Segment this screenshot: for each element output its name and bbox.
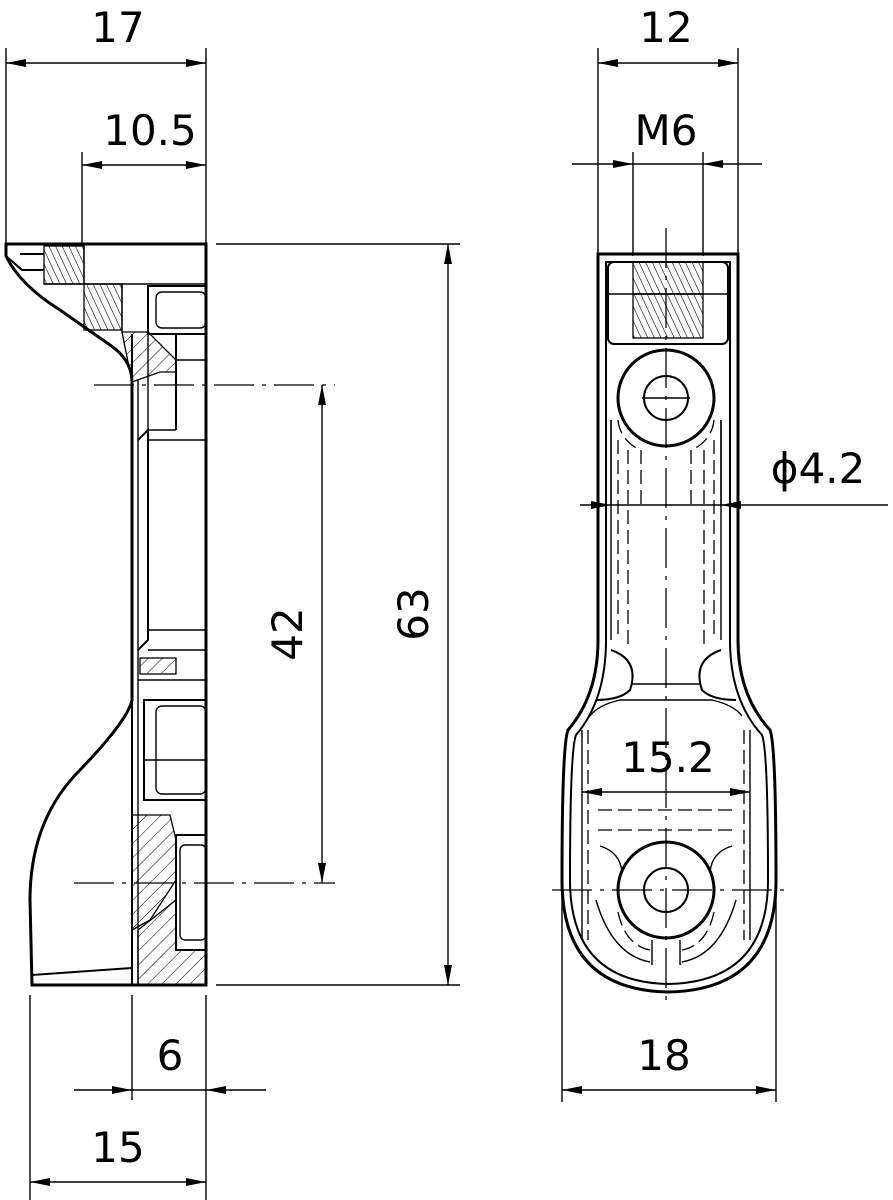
dimension-12: 12: [597, 3, 739, 254]
dimension-10-5: 10.5: [81, 106, 206, 244]
dimension-63: 63: [216, 243, 460, 986]
dim-label-10-5: 10.5: [103, 106, 197, 155]
dimension-17: 17: [5, 3, 207, 244]
front-body: [560, 252, 778, 994]
dim-label-42: 42: [263, 607, 312, 660]
dimension-18: 18: [561, 880, 777, 1102]
dim-label-m6: M6: [635, 106, 698, 155]
side-view: 17 10.5: [4, 3, 460, 1200]
dimension-m6: M6: [572, 106, 762, 256]
dim-label-6: 6: [157, 1031, 184, 1080]
dim-label-17: 17: [91, 3, 144, 52]
dim-label-15: 15: [91, 1123, 144, 1172]
dimension-15-2: 15.2: [582, 733, 750, 796]
dim-label-18: 18: [637, 1031, 690, 1080]
dimension-42: 42: [263, 385, 326, 883]
dimension-diameter-4-2: ϕ4.2: [580, 420, 888, 509]
dim-label-12: 12: [639, 3, 692, 52]
dim-label-15-2: 15.2: [621, 733, 715, 782]
dimension-6: 6: [74, 995, 266, 1200]
side-body: [4, 242, 208, 987]
dimension-15: 15: [29, 995, 206, 1200]
dim-label-diameter: ϕ4.2: [771, 444, 866, 493]
front-view: 12 M6: [552, 3, 888, 1102]
dim-label-63: 63: [389, 587, 438, 640]
